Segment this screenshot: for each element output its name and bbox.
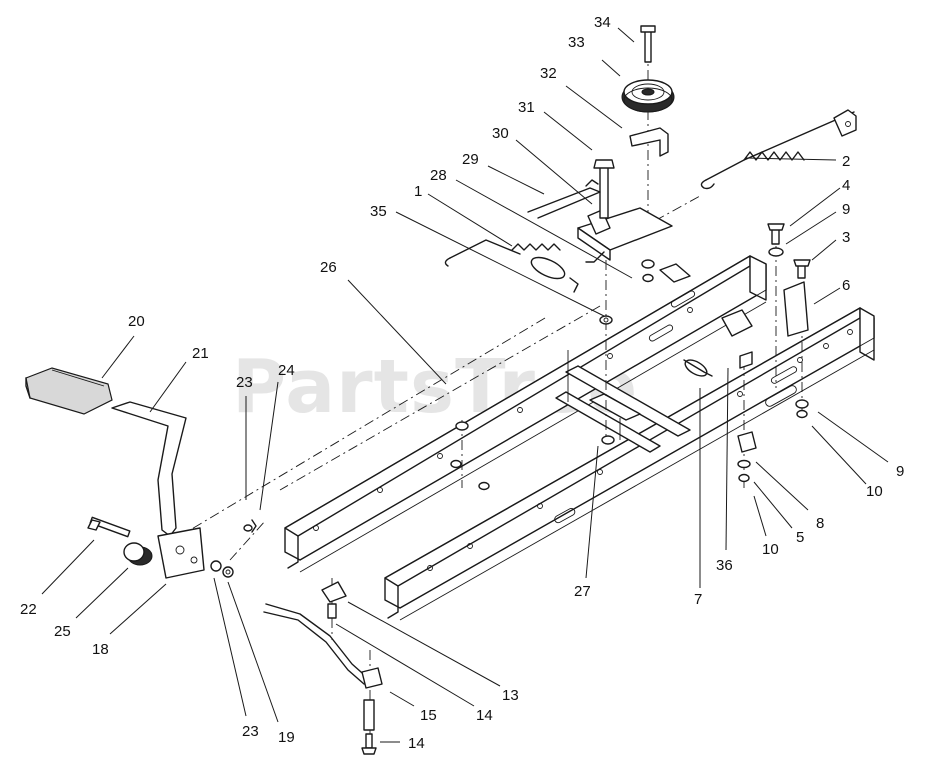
callout-31: 31 bbox=[518, 99, 535, 116]
pulley-assembly bbox=[621, 25, 675, 157]
callout-8: 8 bbox=[816, 515, 824, 532]
cross-members bbox=[555, 350, 691, 453]
leader-lines bbox=[41, 27, 889, 743]
callout-27: 27 bbox=[574, 583, 591, 600]
callout-7: 7 bbox=[694, 591, 702, 608]
pedal-assembly bbox=[25, 367, 257, 579]
bracket-plate bbox=[527, 159, 673, 261]
callout-14-lower: 14 bbox=[408, 735, 425, 752]
callout-35: 35 bbox=[370, 203, 387, 220]
callout-22: 22 bbox=[20, 601, 37, 618]
callout-29: 29 bbox=[462, 151, 479, 168]
callout-26: 26 bbox=[320, 259, 337, 276]
callout-labels: 34 33 32 31 30 29 28 1 35 2 4 9 3 6 26 2… bbox=[20, 14, 904, 752]
callout-15: 15 bbox=[420, 707, 437, 724]
callout-34: 34 bbox=[594, 14, 611, 31]
callout-3: 3 bbox=[842, 229, 850, 246]
callout-19: 19 bbox=[278, 729, 295, 746]
frame-rail-left bbox=[284, 255, 767, 573]
spring-rod-assembly bbox=[700, 109, 857, 190]
callout-23-upper: 23 bbox=[236, 374, 253, 391]
callout-36: 36 bbox=[716, 557, 733, 574]
frame-fasteners bbox=[450, 421, 615, 491]
callout-32: 32 bbox=[540, 65, 557, 82]
callout-18: 18 bbox=[92, 641, 109, 658]
callout-28: 28 bbox=[430, 167, 447, 184]
callout-5: 5 bbox=[796, 529, 804, 546]
idler-links bbox=[683, 309, 753, 377]
callout-10-right: 10 bbox=[866, 483, 883, 500]
callout-2: 2 bbox=[842, 153, 850, 170]
callout-20: 20 bbox=[128, 313, 145, 330]
callout-14-upper: 14 bbox=[476, 707, 493, 724]
tension-springs bbox=[444, 239, 605, 293]
callout-9-upper: 9 bbox=[842, 201, 850, 218]
callout-30: 30 bbox=[492, 125, 509, 142]
lower-link-rod bbox=[263, 581, 383, 755]
callout-13: 13 bbox=[502, 687, 519, 704]
callout-33: 33 bbox=[568, 34, 585, 51]
callout-24: 24 bbox=[278, 362, 295, 379]
callout-4: 4 bbox=[842, 177, 850, 194]
stud-hardware bbox=[599, 259, 691, 325]
callout-23-lower: 23 bbox=[242, 723, 259, 740]
callout-10-left: 10 bbox=[762, 541, 779, 558]
frame-rail-right bbox=[384, 307, 875, 621]
callout-9-lower: 9 bbox=[896, 463, 904, 480]
callout-1: 1 bbox=[414, 183, 422, 200]
right-side-hardware bbox=[737, 223, 811, 483]
callout-21: 21 bbox=[192, 345, 209, 362]
callout-25: 25 bbox=[54, 623, 71, 640]
callout-6: 6 bbox=[842, 277, 850, 294]
